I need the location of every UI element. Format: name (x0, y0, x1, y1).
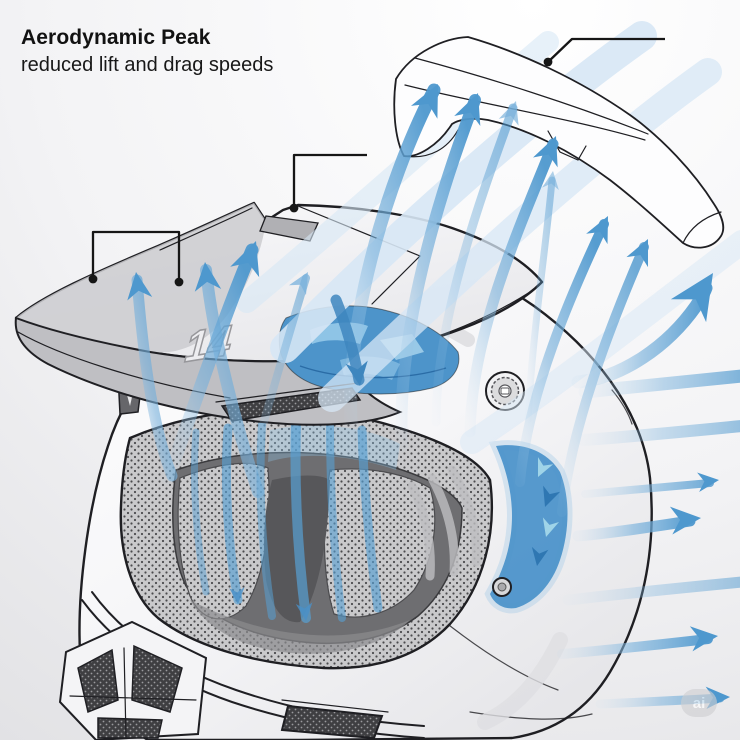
annotation-subtitle: reduced lift and drag speeds (21, 53, 274, 76)
airflow-streak (290, 417, 311, 623)
pivot-screw (492, 577, 512, 597)
airflow-band (270, 21, 657, 363)
airflow-arrow (395, 94, 481, 452)
airflow-arrow (464, 138, 559, 438)
cheek-pad-right (323, 468, 436, 618)
port-bottom-shadow (190, 600, 410, 654)
interior-airflow-streaks (190, 417, 400, 623)
airflow-streak (190, 428, 210, 596)
airflow-arrow (246, 274, 310, 474)
detached-peak (393, 36, 725, 249)
callout-dot (88, 274, 98, 284)
callout-dot (543, 57, 553, 67)
callout-detached-peak (543, 37, 665, 67)
airflow-arrow (524, 176, 556, 424)
callouts (88, 37, 665, 287)
airflow-arrow (578, 369, 740, 399)
airflow-arrow (515, 219, 609, 487)
cheek-scoop-vent (407, 440, 573, 614)
airflow-band (318, 58, 722, 412)
watermark-label: ai (692, 694, 706, 712)
airflow-streak (256, 420, 276, 620)
airflow-streak (326, 420, 346, 622)
side-vent-mesh (280, 704, 384, 740)
airflow-arrow (161, 243, 259, 485)
side-vent-rim (281, 699, 389, 713)
helmet-illustration: 14 (14, 201, 653, 740)
airflow-arrow (344, 83, 441, 441)
jaw-shading (477, 632, 568, 730)
chin-vent-struts (69, 647, 197, 739)
callout-peak-vent (289, 153, 367, 213)
airflow-streak (221, 423, 243, 605)
airflow-arrow (431, 103, 518, 427)
scoop-body (490, 445, 568, 609)
detached-peak-body (393, 36, 725, 249)
callout-peak-surface (88, 230, 184, 287)
watermark-badge: ai (681, 689, 717, 717)
annotation-title: Aerodynamic Peak (21, 26, 211, 49)
airflow-streak (357, 425, 383, 613)
airflow-arrow (581, 479, 714, 498)
callout-dot (289, 203, 299, 213)
annotation-block: Aerodynamic Peak reduced lift and drag s… (21, 25, 273, 78)
airflow-arrow (131, 274, 178, 482)
callout-dot (174, 277, 184, 287)
peak-detail-lines (159, 205, 531, 359)
airflow-arrow (557, 634, 713, 659)
airflow-arrow (562, 576, 740, 606)
scoop-louvres (407, 465, 481, 581)
airflow-arrow (557, 242, 649, 517)
detached-peak-creases (403, 57, 722, 244)
chin-vent-mesh (77, 644, 183, 739)
airflow-arrow (577, 420, 740, 446)
